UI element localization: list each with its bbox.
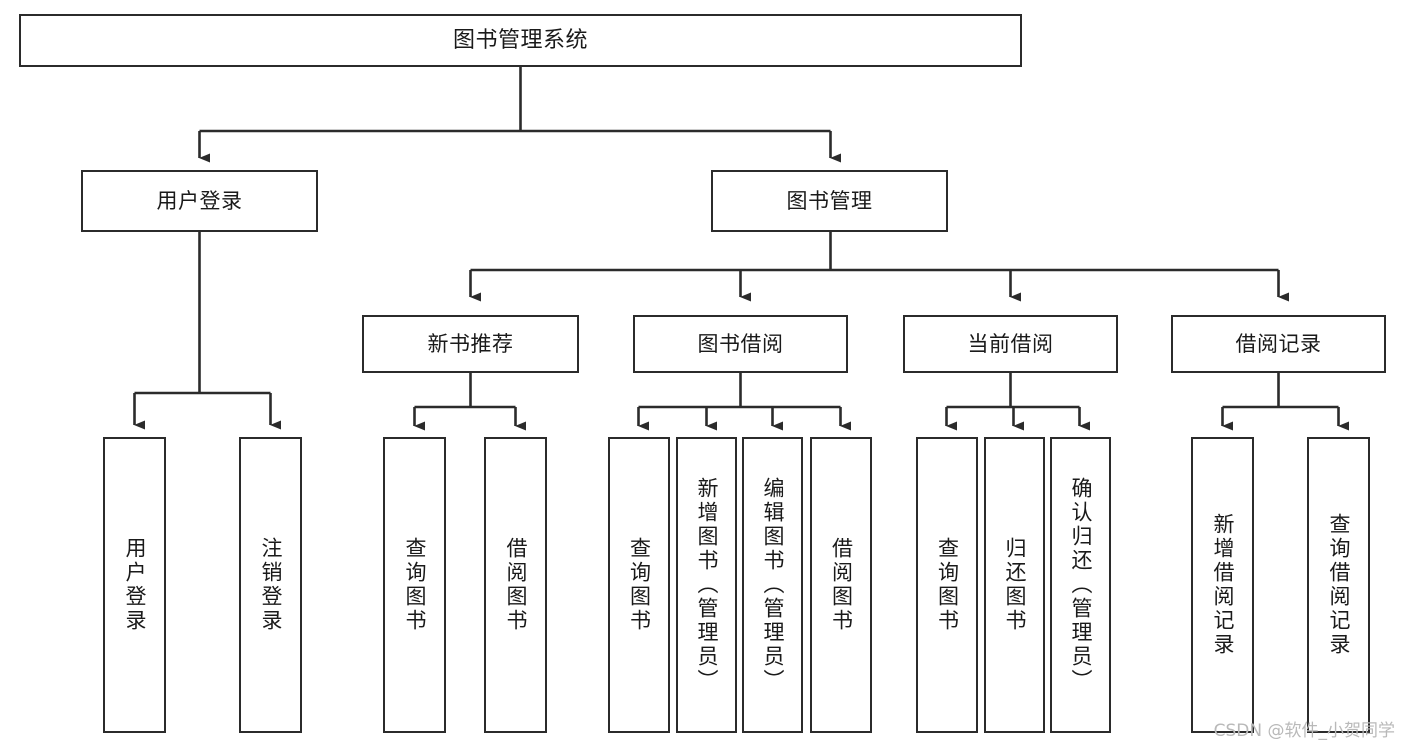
node-label: 借阅图书: [829, 537, 854, 633]
leaf-current-borrow-return-books[interactable]: 归还图书: [984, 437, 1045, 733]
leaf-current-borrow-query-books[interactable]: 查询图书: [916, 437, 978, 733]
leaf-book-borrow-borrow-books[interactable]: 借阅图书: [810, 437, 872, 733]
leaf-user-login-signout[interactable]: 注销登录: [239, 437, 302, 733]
node-label: 编辑图书（管理员）: [761, 477, 785, 693]
leaf-book-borrow-query-books[interactable]: 查询图书: [608, 437, 670, 733]
node-root-book-management-system[interactable]: 图书管理系统: [19, 14, 1022, 67]
edges-bookborrow-to-leaves: [637, 373, 851, 431]
node-label: 查询图书: [627, 537, 652, 633]
node-label: 图书管理系统: [452, 27, 588, 53]
leaf-book-borrow-edit-book-admin[interactable]: 编辑图书（管理员）: [742, 437, 803, 733]
node-label: 借阅记录: [1235, 331, 1322, 356]
leaf-current-borrow-confirm-return-admin[interactable]: 确认归还（管理员）: [1050, 437, 1111, 733]
node-label: 当前借阅: [967, 331, 1054, 356]
node-label: 注销登录: [259, 537, 283, 633]
csdn-watermark: CSDN @软件_小贺同学: [1213, 721, 1395, 741]
node-label: 图书借阅: [697, 331, 784, 356]
edges-borrowrecords-to-leaves: [1221, 373, 1349, 431]
node-book-borrowing[interactable]: 图书借阅: [633, 315, 848, 373]
node-new-book-recommendation[interactable]: 新书推荐: [362, 315, 579, 373]
node-label: 用户登录: [123, 537, 147, 633]
node-borrowing-records[interactable]: 借阅记录: [1171, 315, 1386, 373]
leaf-records-query-borrow-record[interactable]: 查询借阅记录: [1307, 437, 1370, 733]
node-label: 新增图书（管理员）: [695, 477, 719, 693]
node-user-login[interactable]: 用户登录: [81, 170, 318, 232]
node-current-borrowing[interactable]: 当前借阅: [903, 315, 1118, 373]
edges-root-to-level1: [198, 67, 841, 163]
leaf-records-add-borrow-record[interactable]: 新增借阅记录: [1191, 437, 1254, 733]
node-label: 借阅图书: [504, 537, 528, 633]
node-label: 确认归还（管理员）: [1069, 477, 1093, 693]
node-label: 新书推荐: [427, 331, 514, 356]
node-label: 查询图书: [403, 537, 427, 633]
leaf-new-book-borrow-books[interactable]: 借阅图书: [484, 437, 547, 733]
leaf-user-login-signin[interactable]: 用户登录: [103, 437, 166, 733]
leaf-book-borrow-add-book-admin[interactable]: 新增图书（管理员）: [676, 437, 737, 733]
leaf-new-book-query-books[interactable]: 查询图书: [383, 437, 446, 733]
node-label: 归还图书: [1003, 537, 1027, 633]
edges-currentborrow-to-leaves: [945, 373, 1090, 431]
edges-userlogin-to-leaves: [133, 232, 281, 430]
node-label: 查询图书: [935, 537, 960, 633]
edges-newbook-to-leaves: [413, 373, 526, 431]
node-label: 图书管理: [786, 188, 873, 213]
edges-bookmgmt-to-level2: [469, 232, 1289, 302]
node-book-management[interactable]: 图书管理: [711, 170, 948, 232]
node-label: 用户登录: [156, 188, 243, 213]
node-label: 新增借阅记录: [1211, 513, 1235, 657]
node-label: 查询借阅记录: [1327, 513, 1351, 657]
